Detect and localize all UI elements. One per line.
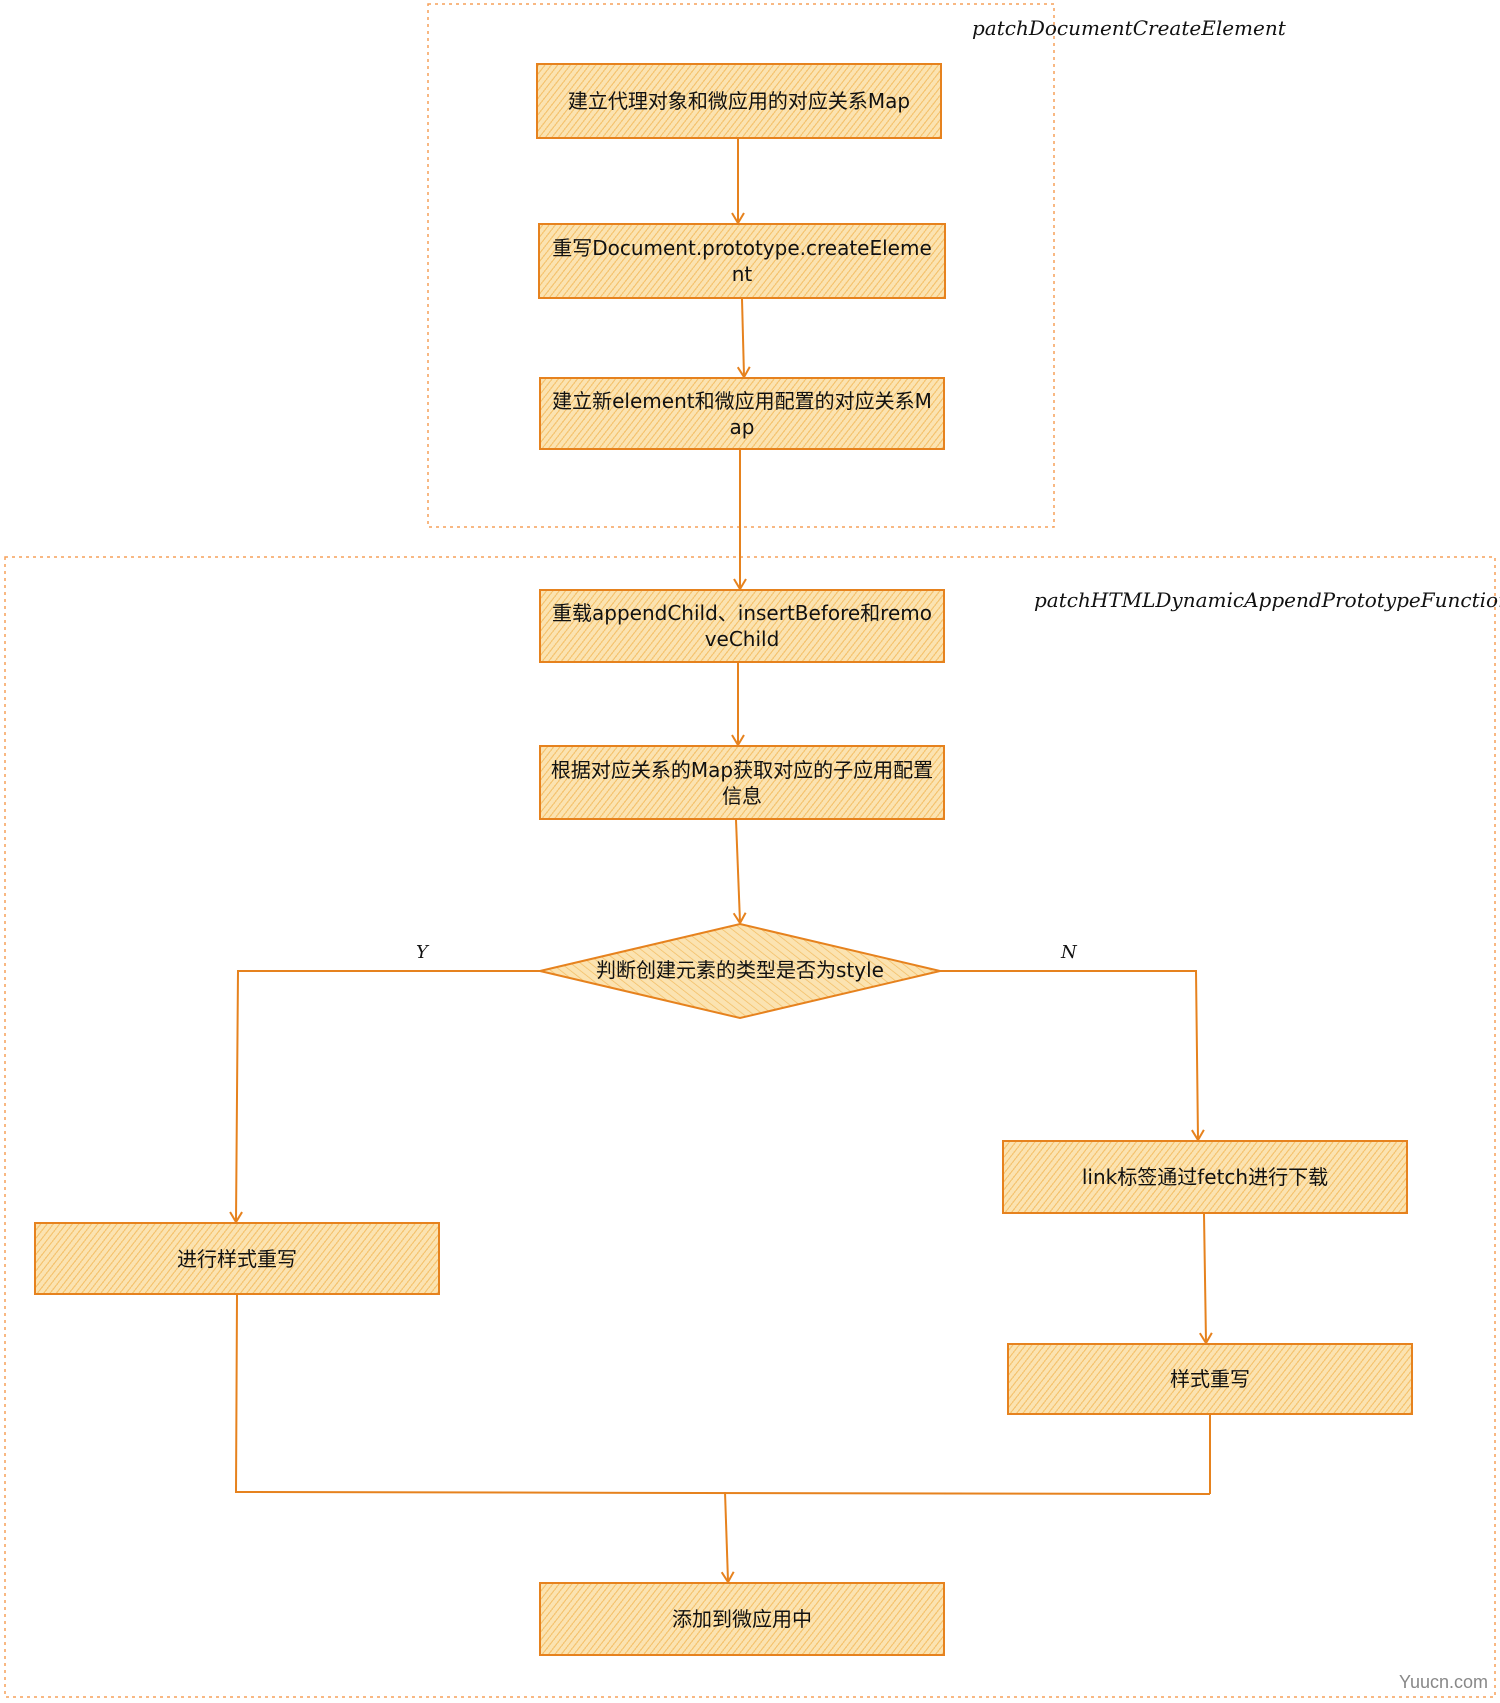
edge-left-merge	[234, 1294, 1211, 1495]
node-style-rewrite-left: 进行样式重写	[34, 1222, 440, 1295]
node-rewrite-create-element: 重写Document.prototype.createElement	[538, 223, 946, 299]
node-style-rewrite-right: 样式重写	[1007, 1343, 1413, 1415]
node-link-fetch-download: link标签通过fetch进行下载	[1002, 1140, 1408, 1214]
edge-decision-no	[940, 970, 1205, 1142]
node-override-dom-methods: 重载appendChild、insertBefore和removeChild	[539, 589, 945, 663]
group-patch-html-dynamic-append	[4, 556, 1496, 1698]
group-label-top: patchDocumentCreateElement	[972, 16, 1286, 40]
group-label-bottom: patchHTMLDynamicAppendPrototypeFunctions	[1034, 588, 1500, 612]
decision-label: 判断创建元素的类型是否为style	[596, 957, 884, 982]
node-get-subapp-config: 根据对应关系的Map获取对应的子应用配置信息	[539, 745, 945, 820]
edge-merge-final	[720, 1491, 735, 1584]
node-build-proxy-map: 建立代理对象和微应用的对应关系Map	[536, 63, 942, 139]
edge-right1-right2	[1199, 1213, 1213, 1345]
edge-n5-decision	[732, 819, 747, 925]
watermark: Yuucn.com	[1398, 1672, 1488, 1692]
node-build-element-config-map: 建立新element和微应用配置的对应关系Map	[539, 377, 945, 450]
edge-decision-yes	[229, 970, 540, 1224]
edge-n2-n3	[736, 298, 751, 379]
node-add-to-microapp: 添加到微应用中	[539, 1582, 945, 1656]
branch-label-yes: Y	[416, 942, 428, 963]
decision-diamond	[539, 922, 941, 1020]
branch-label-no: N	[1061, 942, 1077, 963]
